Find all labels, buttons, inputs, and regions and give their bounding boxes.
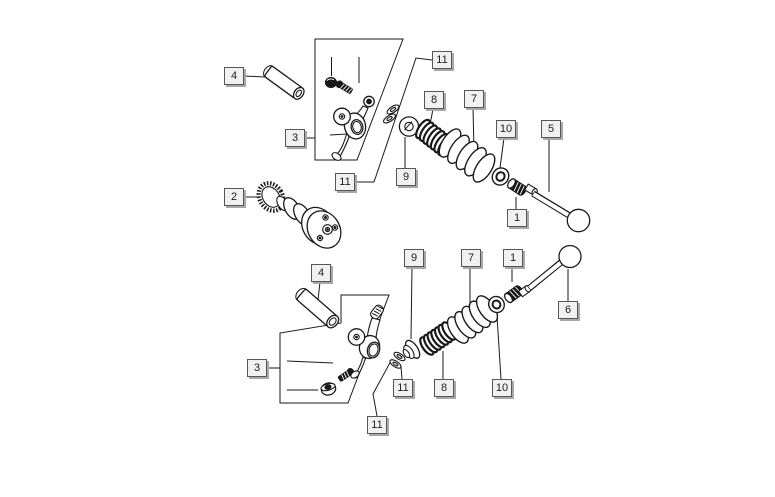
rocker-arm-top [331, 95, 375, 161]
callout-1-top[interactable]: 1 [507, 209, 527, 227]
callout-label: 6 [564, 303, 572, 316]
leader-11-keepers-top [355, 57, 433, 183]
callout-label: 7 [470, 92, 478, 105]
rocker-shaft-pin-bottom [295, 287, 340, 329]
callout-2[interactable]: 2 [224, 188, 244, 206]
leader-4-top [243, 75, 267, 78]
leader-10-bottom [496, 315, 502, 380]
callout-label: 9 [410, 251, 418, 264]
callout-7-top[interactable]: 7 [464, 90, 484, 108]
callout-label: 10 [499, 122, 513, 135]
callout-8-top[interactable]: 8 [424, 91, 444, 109]
cam-sprocket-face [261, 186, 281, 208]
callout-label: 3 [253, 361, 261, 374]
valve-keepers-top [383, 104, 400, 124]
rocker-shaft-pin-top [263, 65, 305, 100]
leader-9-bottom [410, 266, 413, 340]
inner-valve-spring-bottom [419, 321, 457, 356]
callout-8-bottom[interactable]: 8 [434, 379, 454, 397]
valve-top [531, 190, 591, 233]
callout-label: 7 [467, 251, 475, 264]
callout-label: 8 [440, 381, 448, 394]
callout-label: 4 [230, 69, 238, 82]
leader-11-bottom-low [372, 358, 393, 417]
valve-head [558, 244, 582, 269]
outer-valve-spring-bottom [446, 295, 499, 344]
callout-label: 9 [402, 170, 410, 183]
leader-lines [243, 57, 569, 417]
callout-label: 11 [371, 418, 383, 431]
valve-head [566, 208, 591, 233]
outer-valve-spring-top [438, 128, 496, 183]
callout-label: 3 [291, 131, 299, 144]
box-inner-pointer-lines [286, 57, 360, 391]
callout-7-bottom[interactable]: 7 [461, 249, 481, 267]
valve-seal-bottom [488, 295, 505, 314]
adjuster-nut-bottom [320, 382, 337, 396]
callout-label: 10 [495, 381, 509, 394]
leader-10-top [499, 137, 505, 169]
rocker-assembly-box-top [314, 38, 404, 161]
spring-seat-top [507, 178, 527, 196]
callout-3-bottom[interactable]: 3 [247, 359, 267, 377]
callout-label: 5 [547, 122, 555, 135]
rocker-pad-fork [370, 304, 384, 320]
rocker-foot [350, 370, 360, 379]
callout-10-top[interactable]: 10 [496, 120, 516, 138]
callout-label: 11 [339, 175, 351, 188]
callout-3-top[interactable]: 3 [285, 129, 305, 147]
callout-11-top[interactable]: 11 [432, 51, 452, 69]
callout-4-bottom[interactable]: 4 [311, 264, 331, 282]
rocker-assembly-box-bottom [279, 294, 390, 404]
callout-label: 11 [397, 381, 409, 394]
leader-11-bottom-mid [400, 366, 403, 380]
callout-9-top[interactable]: 9 [396, 168, 416, 186]
leader-3-top-stub [329, 133, 348, 136]
valve-bottom [526, 244, 582, 292]
callout-5[interactable]: 5 [541, 120, 561, 138]
rocker-foot [331, 152, 342, 161]
callout-label: 11 [436, 53, 448, 66]
callout-11-bottom-low[interactable]: 11 [367, 416, 387, 434]
adjuster-nut-top [324, 77, 338, 88]
callout-11-bottom-mid[interactable]: 11 [393, 379, 413, 397]
callout-label: 2 [230, 190, 238, 203]
callout-9-bottom[interactable]: 9 [404, 249, 424, 267]
callout-label: 1 [509, 251, 517, 264]
callout-1-bottom[interactable]: 1 [503, 249, 523, 267]
callout-10-bottom[interactable]: 10 [492, 379, 512, 397]
callout-6[interactable]: 6 [558, 301, 578, 319]
callout-4-top[interactable]: 4 [224, 67, 244, 85]
callout-label: 4 [317, 266, 325, 279]
valve-seal-top [491, 167, 510, 186]
valve-keepers-bottom [389, 351, 406, 369]
leader-4-bottom [317, 281, 321, 301]
spring-seat-cup-bottom [402, 339, 421, 359]
callout-label: 8 [430, 93, 438, 106]
callout-11-mid[interactable]: 11 [335, 173, 355, 191]
adjuster-screw-top [335, 80, 353, 94]
callout-label: 1 [513, 211, 521, 224]
camshaft [256, 181, 342, 249]
rocker-arm-bottom [347, 304, 384, 379]
